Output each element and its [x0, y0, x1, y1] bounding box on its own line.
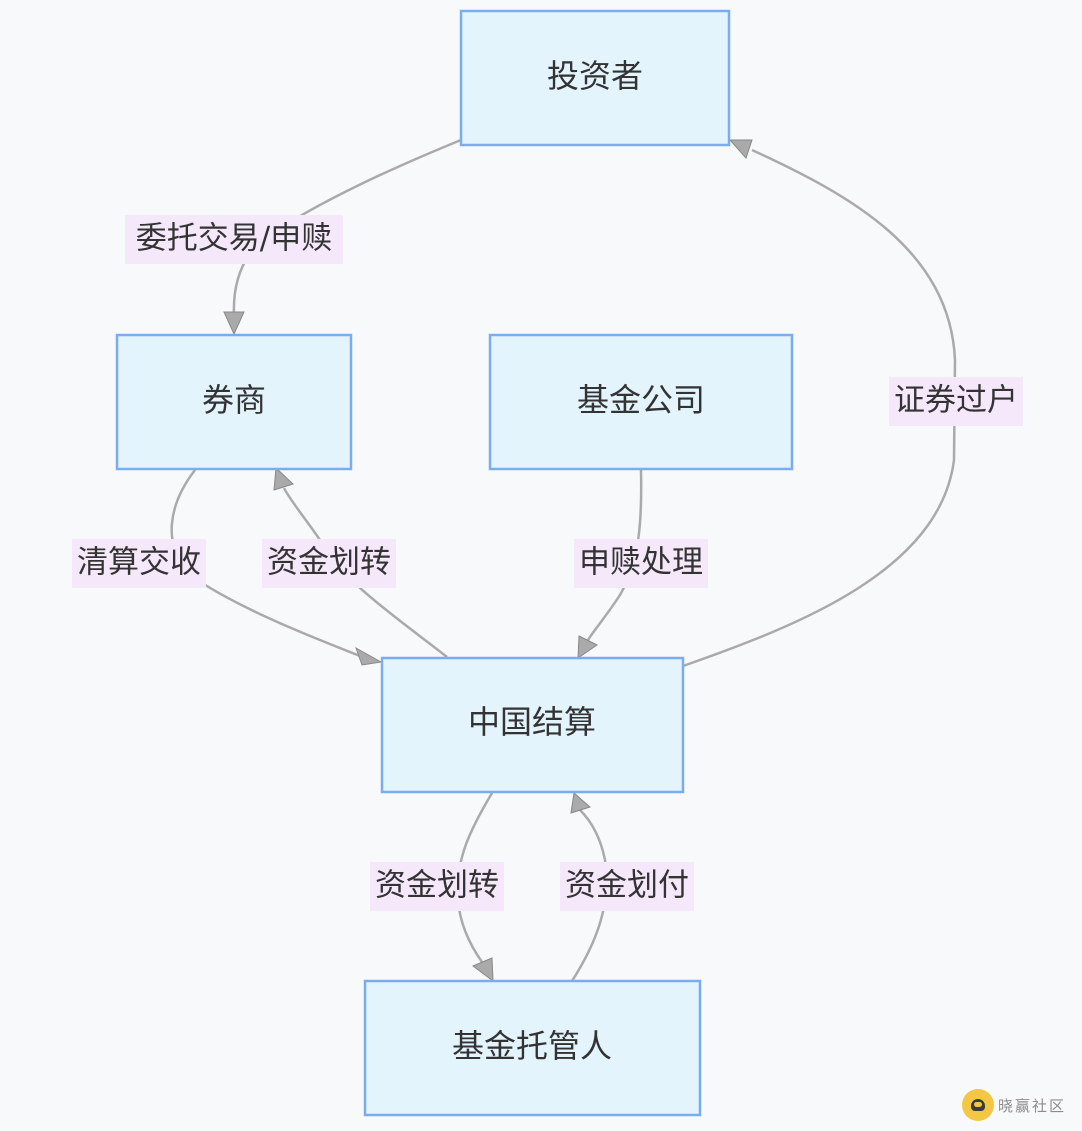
node-box: [115, 333, 353, 471]
watermark: 晓赢社区: [962, 1088, 1066, 1122]
node-box: [488, 333, 794, 471]
edge-label-text: 资金划转: [375, 868, 499, 904]
node-custodian: 基金托管人: [363, 979, 702, 1117]
edge-label-text: 资金划付: [565, 868, 689, 904]
bee-logo-icon: [962, 1089, 994, 1121]
node-box: [380, 656, 685, 794]
edge-label-fund-company-to-csdc: 申赎处理: [574, 539, 708, 588]
arrow-head: [728, 139, 753, 159]
edge-label-bg: [370, 862, 504, 911]
node-investor: 投资者: [459, 9, 731, 147]
node-box: [363, 979, 702, 1117]
edge-label-bg: [262, 539, 396, 588]
edge-label-text: 申赎处理: [579, 545, 703, 581]
edge-label-bg: [560, 862, 694, 911]
edge-label-broker-to-csdc: 清算交收: [72, 539, 206, 588]
edge-label-investor-to-broker: 委托交易/申赎: [125, 215, 343, 264]
edge-label-text: 资金划转: [267, 545, 391, 581]
arrow-head: [223, 311, 245, 336]
edge-label-csdc-to-broker: 资金划转: [262, 539, 396, 588]
node-label: 基金托管人: [452, 1027, 612, 1065]
arrow-head: [570, 792, 591, 814]
arrow-head: [355, 646, 383, 666]
edge-label-bg: [72, 539, 206, 588]
node-label: 中国结算: [468, 703, 596, 741]
edge-label-bg: [889, 377, 1023, 426]
node-broker: 券商: [115, 333, 353, 471]
edge-label-bg: [125, 215, 343, 264]
arrow-head: [577, 635, 598, 659]
arrow-head: [273, 466, 294, 491]
edge-label-csdc-to-investor: 证券过户: [889, 377, 1023, 426]
edge-label-bg: [574, 539, 708, 588]
node-label: 券商: [202, 381, 266, 419]
edge-label-text: 清算交收: [77, 545, 201, 581]
node-csdc: 中国结算: [380, 656, 685, 794]
node-fund-company: 基金公司: [488, 333, 794, 471]
edge-label-custodian-to-csdc: 资金划付: [560, 862, 694, 911]
arrow-head: [472, 957, 494, 983]
node-box: [459, 9, 731, 147]
watermark-text: 晓赢社区: [998, 1096, 1067, 1115]
node-label: 投资者: [547, 57, 643, 95]
edge-label-text: 委托交易/申赎: [136, 221, 332, 257]
edge-label-text: 证券过户: [894, 383, 1018, 419]
node-label: 基金公司: [577, 381, 705, 419]
edge-csdc-to-investor: [682, 148, 957, 668]
edge-label-csdc-to-custodian: 资金划转: [370, 862, 504, 911]
